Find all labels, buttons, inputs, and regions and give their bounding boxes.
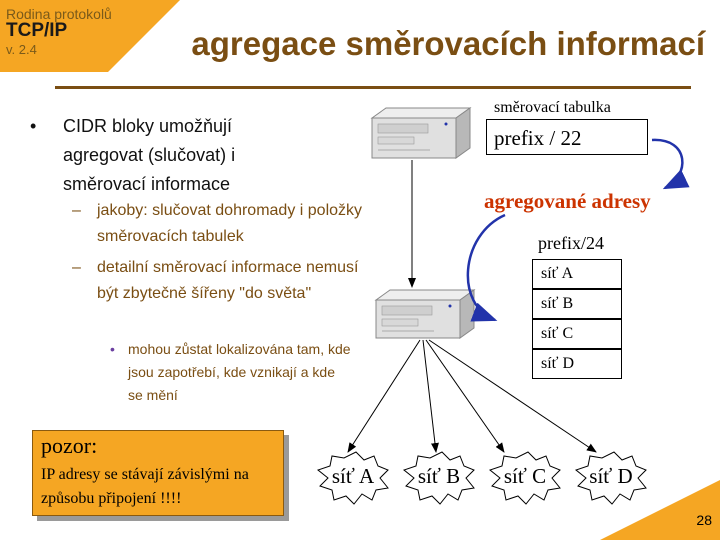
version-label: v. 2.4 xyxy=(6,42,37,57)
routing-table-label: směrovací tabulka xyxy=(494,99,611,116)
bullet-dot: • xyxy=(30,116,37,136)
corner-decoration-top-left xyxy=(0,0,180,72)
cloud-net-c-label: síť C xyxy=(503,464,547,488)
table-row-net-b: síť B xyxy=(532,289,622,319)
corner-decoration-bottom-right xyxy=(600,480,720,540)
brand-label: TCP/IP xyxy=(6,20,68,41)
router-top-icon xyxy=(370,107,472,159)
aggregated-addresses-label: agregované adresy xyxy=(484,189,651,213)
aggregation-curve-arrow xyxy=(651,138,690,190)
cloud-net-a-icon xyxy=(316,451,389,505)
routing-table-prefix-22: prefix / 22 xyxy=(486,119,648,155)
cloud-net-c-icon xyxy=(488,451,561,505)
table-row-net-d: síť D xyxy=(532,349,622,379)
link-arrow-net-c xyxy=(425,339,505,453)
cloud-net-d-icon xyxy=(574,451,647,505)
warning-body: IP adresy se stávají závislými na způsob… xyxy=(41,466,249,507)
router-bottom-icon xyxy=(374,289,476,339)
page-number: 28 xyxy=(696,512,712,528)
bullet-main-text: CIDR bloky umožňují agregovat (slučovat)… xyxy=(63,116,236,194)
bullet-sub-1-text: jakoby: slučovat dohromady i položky smě… xyxy=(97,202,363,245)
cloud-net-a-label: síť A xyxy=(331,464,375,488)
prefix-24-label: prefix/24 xyxy=(538,233,604,253)
link-arrow-net-d xyxy=(428,339,597,453)
bullet-sub-2-text: detailní směrovací informace nemusí být … xyxy=(97,259,359,302)
warning-box: pozor: IP adresy se stávají závislými na… xyxy=(32,430,284,516)
detail-curve-arrow xyxy=(466,213,506,322)
cloud-net-b-label: síť B xyxy=(417,464,461,488)
table-row-net-c: síť C xyxy=(532,319,622,349)
warning-title: pozor: xyxy=(41,433,98,458)
link-arrow-net-b xyxy=(422,339,439,453)
bullet-dash: – xyxy=(72,259,81,276)
bullet-sub-2: – detailní směrovací informace nemusí bý… xyxy=(72,255,372,335)
series-label: Rodina protokolů xyxy=(6,6,112,22)
bullet-dot: • xyxy=(110,341,115,357)
slide-title: agregace směrovacích informací xyxy=(191,25,705,62)
table-row-net-a: síť A xyxy=(532,259,622,289)
bullet-subsub: • mohou zůstat lokalizována tam, kde jso… xyxy=(110,338,360,410)
title-underline xyxy=(55,86,691,89)
bullet-dash: – xyxy=(72,202,81,219)
bullet-main: • CIDR bloky umožňují agregovat (slučova… xyxy=(30,112,310,202)
bullet-sub-1: – jakoby: slučovat dohromady i položky s… xyxy=(72,198,372,254)
cloud-net-d-label: síť D xyxy=(589,464,633,488)
cloud-net-b-icon xyxy=(402,451,475,505)
link-arrow-net-a xyxy=(347,339,421,453)
bullet-subsub-text: mohou zůstat lokalizována tam, kde jsou … xyxy=(128,341,351,403)
